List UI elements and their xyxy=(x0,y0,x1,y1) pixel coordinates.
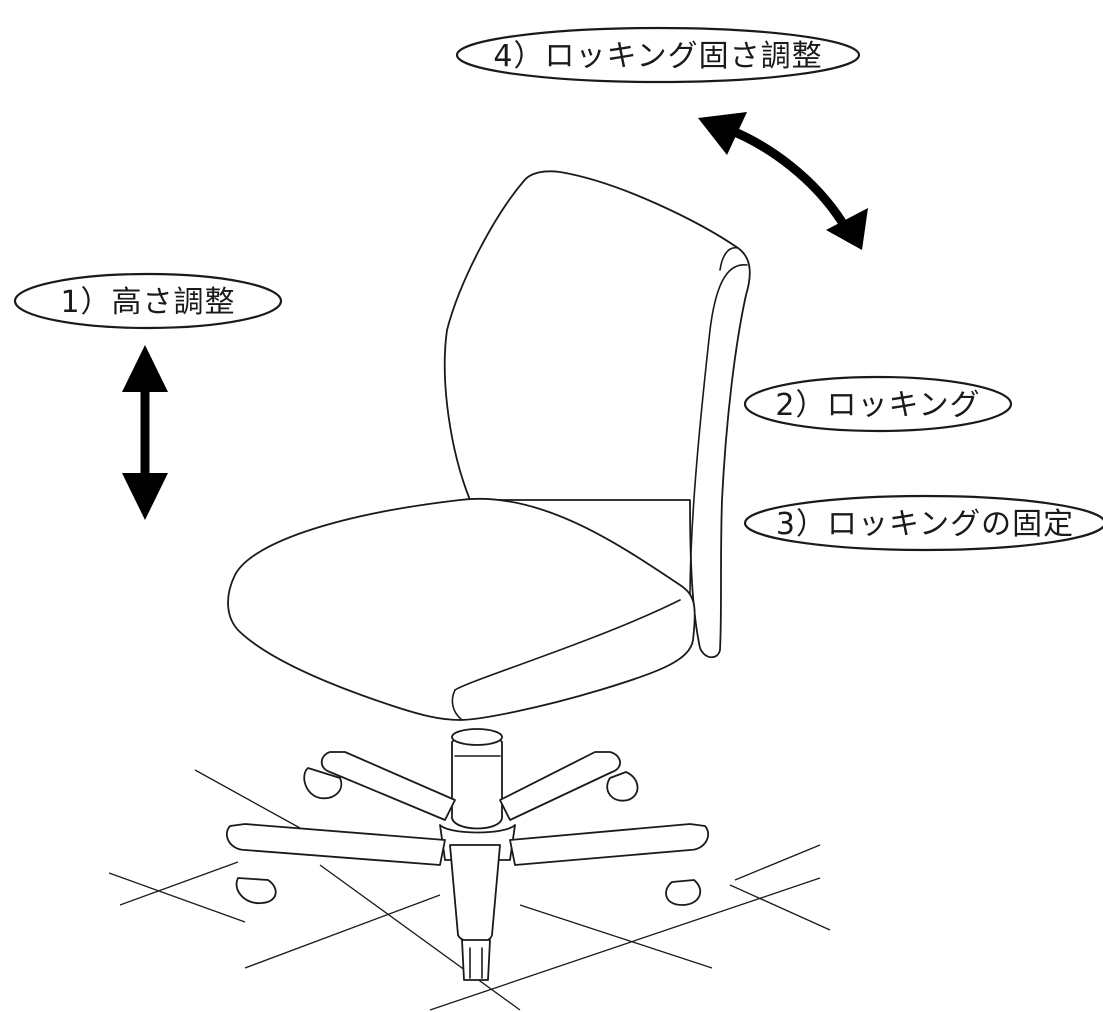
chair-leg-front-right xyxy=(509,823,710,866)
chair-leg-front-left xyxy=(225,823,446,866)
label-height-adjust: 1）高さ調整 xyxy=(60,285,235,320)
chair xyxy=(225,170,751,981)
chair-leg-front xyxy=(449,844,501,944)
label-rocking: 2）ロッキング xyxy=(775,388,980,423)
chair-backrest xyxy=(443,170,751,659)
chair-leg-back-right xyxy=(499,751,621,821)
label-rocking-lock: 3）ロッキングの固定 xyxy=(776,507,1074,542)
height-adjust-arrow-icon xyxy=(122,345,168,520)
callout-height-adjust: 1）高さ調整 xyxy=(13,272,283,330)
callout-rocking-lock: 3）ロッキングの固定 xyxy=(743,494,1103,552)
callout-rocking-tension: 4）ロッキング固さ調整 xyxy=(455,26,861,84)
chair-casters xyxy=(235,767,702,981)
rocking-tension-arrow-icon xyxy=(698,112,868,250)
label-rocking-tension: 4）ロッキング固さ調整 xyxy=(493,39,822,74)
chair-cylinder xyxy=(451,733,503,830)
chair-leg-back-left xyxy=(320,751,456,821)
callout-rocking: 2）ロッキング xyxy=(743,375,1013,433)
floor-grid xyxy=(108,769,831,1011)
chair-seat xyxy=(227,497,696,721)
